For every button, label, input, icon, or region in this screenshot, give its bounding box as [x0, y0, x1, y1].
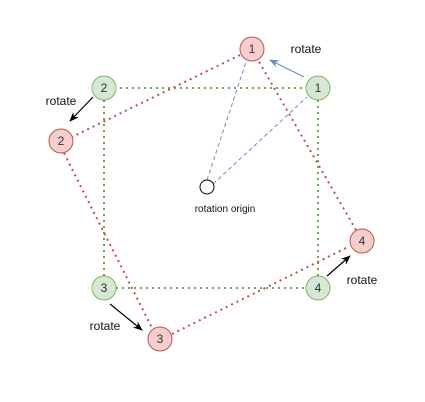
origin-radius-lines	[206, 61, 308, 185]
rotate-arrow-blue	[269, 59, 305, 78]
rotate-arrows	[69, 59, 351, 331]
green-node-2-label: 2	[101, 81, 108, 95]
green-node-2: 2	[91, 75, 117, 101]
red-node-1-label: 1	[249, 42, 256, 56]
red-node-1: 1	[239, 36, 265, 62]
radius-to-green-1	[212, 96, 308, 185]
rotate-arrow-3	[109, 303, 143, 331]
rotate-arrow-4	[326, 255, 351, 277]
red-node-4: 4	[349, 228, 375, 254]
red-node-2: 2	[48, 128, 74, 154]
rotate-label-4: rotate	[347, 273, 378, 287]
rotate-label-2: rotate	[46, 94, 77, 108]
green-node-1-label: 1	[315, 81, 322, 95]
rotate-label-1: rotate	[291, 42, 322, 56]
green-node-4-label: 4	[315, 281, 322, 295]
red-node-3-label: 3	[157, 332, 164, 346]
green-square-edges	[103, 87, 319, 289]
red-edge-4-1	[257, 59, 357, 231]
green-node-4: 4	[305, 275, 331, 301]
rotate-arrow-2	[69, 96, 94, 122]
rotation-origin-point	[199, 179, 215, 195]
green-node-3-label: 3	[101, 281, 108, 295]
rotate-label-3: rotate	[90, 319, 121, 333]
green-node-3: 3	[91, 275, 117, 301]
radius-to-red-1	[206, 61, 247, 181]
green-nodes: 1 2 3 4	[91, 75, 331, 301]
red-edge-2-3	[63, 152, 153, 329]
rotate-labels: rotate rotate rotate rotate	[46, 42, 378, 333]
rotation-origin-label: rotation origin	[195, 204, 256, 215]
rotation-origin: rotation origin	[195, 179, 256, 215]
red-node-3: 3	[147, 326, 173, 352]
green-node-1: 1	[305, 75, 331, 101]
red-nodes: 1 2 3 4	[48, 36, 375, 352]
red-node-4-label: 4	[359, 234, 366, 248]
red-node-2-label: 2	[58, 134, 65, 148]
red-square-edges	[63, 54, 357, 335]
red-edge-1-2	[71, 54, 241, 138]
red-edge-3-4	[171, 246, 349, 335]
